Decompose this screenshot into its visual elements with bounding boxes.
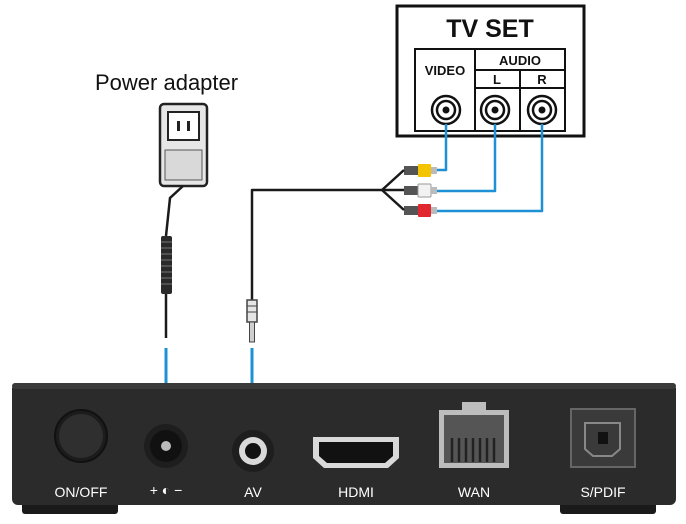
ethernet-port[interactable] bbox=[439, 402, 509, 468]
rca-cables bbox=[436, 124, 544, 213]
yellow-rca-plug bbox=[404, 164, 437, 177]
rca-plugs bbox=[404, 164, 437, 217]
hdmi-port[interactable] bbox=[313, 437, 399, 468]
tv-video-label: VIDEO bbox=[425, 63, 465, 78]
port-label-hdmi: HDMI bbox=[338, 484, 374, 500]
tv-set-title: TV SET bbox=[446, 15, 534, 43]
port-label-wan: WAN bbox=[458, 484, 490, 500]
audio-left-cable bbox=[436, 124, 497, 193]
power-adapter bbox=[158, 102, 209, 188]
video-cable bbox=[436, 124, 448, 172]
av-minijack-plug bbox=[246, 299, 258, 343]
tv-set: TV SET VIDEO AUDIO L R bbox=[395, 4, 586, 138]
power-cable bbox=[161, 185, 184, 338]
tv-audio-left-jack[interactable] bbox=[479, 94, 511, 126]
dc-power-jack[interactable] bbox=[144, 424, 188, 468]
optical-port[interactable] bbox=[570, 408, 636, 468]
port-label-dc-polarity: + ◐ − bbox=[150, 482, 183, 498]
power-button[interactable] bbox=[54, 409, 108, 463]
port-label-spdif: S/PDIF bbox=[580, 484, 625, 500]
set-top-box: ON/OFF + ◐ − AV HDMI WAN S/PDIF bbox=[12, 383, 676, 514]
tv-input-panel bbox=[414, 48, 566, 132]
red-rca-plug bbox=[404, 204, 437, 217]
tv-audio-right-label: R bbox=[537, 72, 547, 87]
tv-video-jack[interactable] bbox=[430, 94, 462, 126]
audio-right-cable bbox=[436, 124, 544, 213]
power-adapter-label: Power adapter bbox=[95, 70, 238, 95]
tv-audio-label: AUDIO bbox=[499, 53, 541, 68]
av-cable bbox=[250, 169, 405, 300]
white-rca-plug bbox=[404, 183, 437, 198]
tv-audio-left-label: L bbox=[493, 72, 501, 87]
port-label-on-off: ON/OFF bbox=[55, 484, 108, 500]
port-label-av: AV bbox=[244, 484, 262, 500]
av-jack[interactable] bbox=[232, 430, 274, 472]
tv-audio-right-jack[interactable] bbox=[526, 94, 558, 126]
